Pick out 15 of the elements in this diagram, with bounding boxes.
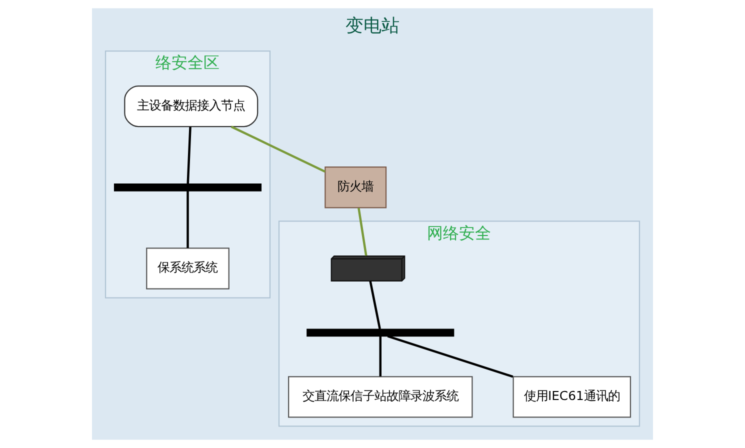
node-bar bbox=[306, 328, 454, 337]
connector bbox=[369, 280, 381, 330]
connector bbox=[230, 126, 326, 173]
node-box: 保系统系统 bbox=[146, 248, 230, 290]
connector bbox=[379, 336, 382, 376]
node-box: 主设备数据接入节点 bbox=[124, 85, 258, 128]
node-box: 交直流保信子站故障录波系统 bbox=[288, 376, 473, 418]
connector bbox=[358, 208, 368, 256]
connector bbox=[387, 335, 514, 378]
diagram-title: 变电站 bbox=[346, 16, 400, 37]
connector bbox=[186, 126, 192, 184]
node-box: 使用IEC61通讯的 bbox=[512, 376, 632, 418]
connector bbox=[186, 190, 189, 248]
node-bar bbox=[114, 183, 262, 192]
node-box: 防火墙 bbox=[324, 166, 387, 208]
